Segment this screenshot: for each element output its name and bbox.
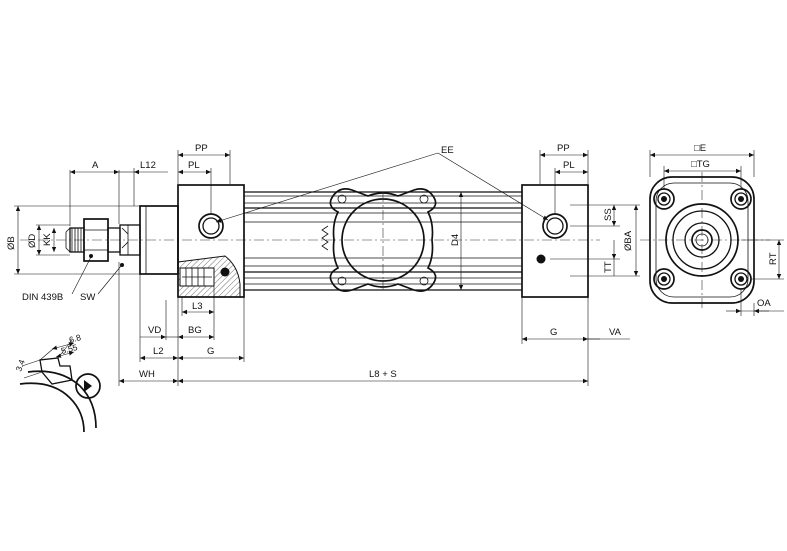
label-bg: BG [188,325,202,336]
label-kk: KK [42,233,53,246]
profile-cross-section [321,188,437,292]
label-e: □E [694,143,706,154]
label-ee: EE [441,145,454,156]
label-d4: D4 [450,234,461,246]
rod-thread [69,227,85,253]
label-l3: L3 [192,301,203,312]
label-l8-s: L8 + S [369,369,397,380]
label-6-8: 6.8 [68,332,82,345]
label-g-right: G [550,327,557,338]
label-ba: ØBA [623,230,634,251]
label-pl-right: PL [563,160,575,171]
label-5-55: 5.55 [60,342,79,356]
dimension-lines [14,150,640,386]
label-pp-right: PP [557,143,570,154]
label-ss: SS [603,208,614,221]
label-oa: OA [757,298,771,309]
label-tg: □TG [691,159,710,170]
label-a: A [92,160,99,171]
label-d: ØD [27,234,38,248]
label-3-4: 3.4 [13,358,27,373]
label-pl-left: PL [188,160,200,171]
slot-detail [19,339,101,433]
label-l12: L12 [140,160,156,171]
label-vd: VD [148,325,161,336]
label-din-439b: DIN 439B [22,292,63,303]
label-va: VA [609,327,622,338]
end-view [640,150,784,316]
label-g-left: G [207,346,214,357]
label-sw: SW [80,292,95,303]
dimension-labels: A L12 PP PL EE PP PL □E □TG ØB ØD KK D4 … [6,143,779,380]
label-tt: TT [603,261,614,273]
label-wh: WH [139,369,155,380]
label-b: ØB [6,236,17,250]
cylinder-side-view [20,184,600,298]
label-pp-left: PP [195,143,208,154]
label-rt: RT [768,252,779,265]
label-l2: L2 [153,346,164,357]
